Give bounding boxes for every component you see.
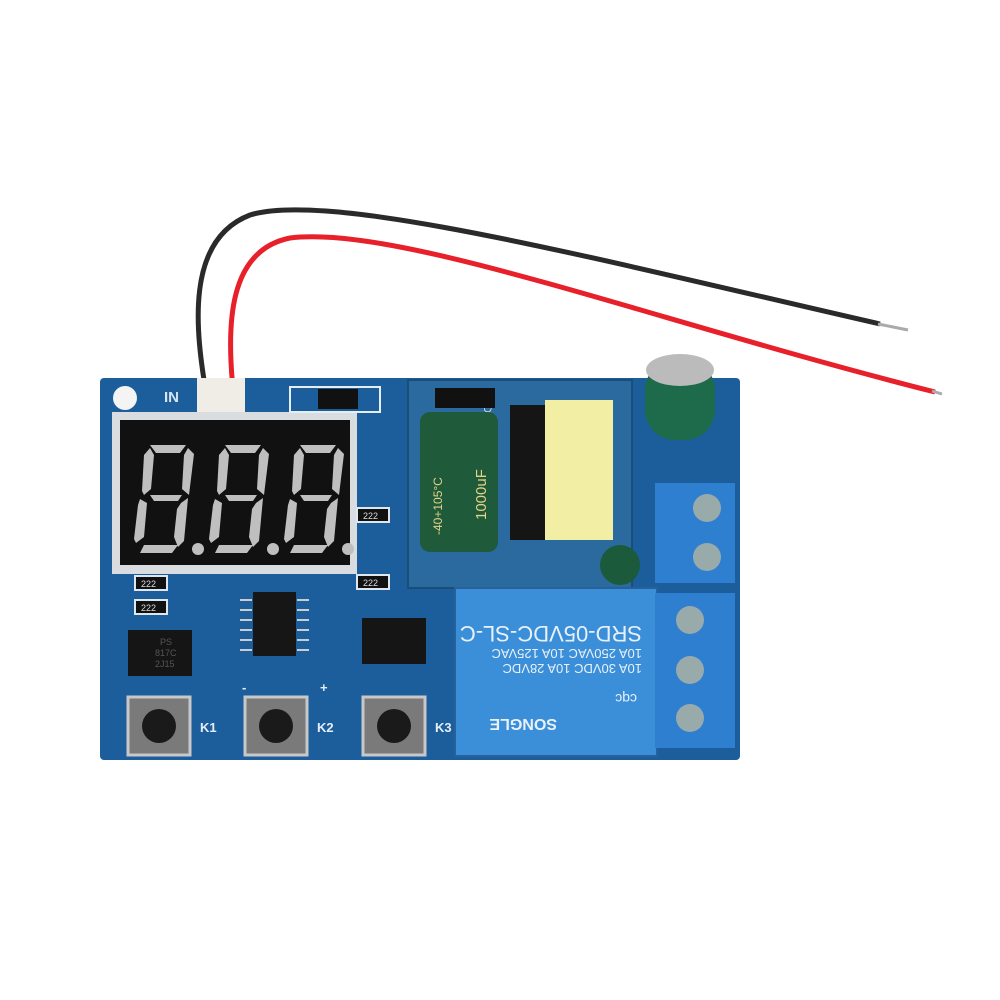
optocoupler (128, 630, 192, 676)
k1-label: K1 (200, 720, 217, 735)
terminal-block-power[interactable] (655, 483, 735, 583)
opto-marking: PS (160, 637, 172, 647)
input-connector (197, 378, 245, 418)
input-label: IN (164, 389, 179, 406)
terminal-block-relay[interactable] (655, 593, 735, 748)
relay: SRD-05VDC-SL-C 10A 250VAC 10A 125VAC 10A… (454, 587, 658, 757)
opto-marking: 817C (155, 648, 177, 658)
resistor-code: 222 (141, 603, 156, 613)
relay-model: SRD-05VDC-SL-C (460, 621, 642, 646)
k2-label: K2 (317, 720, 334, 735)
resistor-code: 222 (141, 579, 156, 589)
minus-label: - (242, 680, 246, 695)
plus-label: + (320, 680, 328, 695)
small-capacitor (645, 354, 715, 440)
red-wire (228, 234, 936, 399)
resistor-code: 222 (363, 511, 378, 521)
k3-label: K3 (435, 720, 452, 735)
resistor-code: 222 (363, 578, 378, 588)
capacitor-temp: -40+105°C (431, 477, 445, 535)
relay-brand: SONGLE (489, 715, 557, 732)
button-k3[interactable] (361, 695, 427, 757)
button-k1[interactable] (126, 695, 192, 757)
main-capacitor: 1000uF -40+105°C (420, 412, 498, 552)
microcontroller-chip (253, 592, 296, 656)
relay-rating-1: 10A 250VAC 10A 125VAC (491, 646, 642, 661)
relay-rating-2: 10A 30VDC 10A 28VDC (503, 661, 642, 676)
opto-marking: 2J15 (155, 659, 175, 669)
black-wire (195, 207, 881, 399)
relay-cert: cqc (615, 691, 637, 707)
capacitor-value: 1000uF (473, 469, 490, 520)
small-capacitor (600, 545, 640, 585)
button-k2[interactable] (243, 695, 309, 757)
optocoupler (362, 618, 426, 664)
seven-segment-display (120, 420, 350, 565)
